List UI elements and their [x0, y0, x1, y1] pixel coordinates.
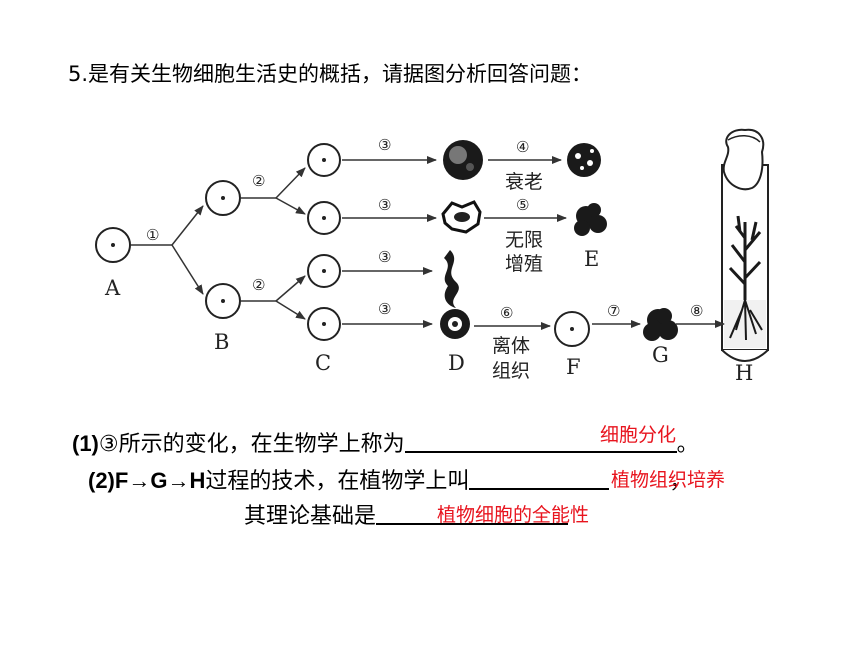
step-7-label: ⑦ — [607, 302, 620, 320]
caption-detached-2: 组织 — [492, 360, 530, 382]
question-title: 5.是有关生物细胞生活史的概括，请据图分析回答问题： — [68, 62, 593, 86]
arrow-a-to-b-top — [171, 205, 204, 246]
arrow-b-top-to-c1 — [275, 167, 306, 199]
step-2-label-top: ② — [252, 172, 265, 190]
label-a: A — [104, 276, 121, 300]
cancer-cell — [441, 200, 482, 234]
caption-detached-1: 离体 — [492, 335, 530, 357]
aged-cell — [567, 143, 601, 177]
q1-answer: 细胞分化 — [600, 424, 677, 446]
callus-g — [643, 308, 678, 341]
q3-answer: 植物细胞的全能性 — [437, 504, 590, 526]
elongated-cell — [444, 250, 459, 308]
cell-life-history-diagram: ① ② ② ③ ③ ③ ③ ④ ⑤ ⑥ ⑦ ⑧ 衰老 无限 增殖 离体 组织 A… — [95, 128, 769, 385]
q2-text: 过程的技术，在植物学上叫 — [205, 469, 470, 494]
cell-b-bottom — [205, 283, 241, 319]
cell-f — [554, 311, 590, 347]
cell-a — [95, 227, 131, 263]
step-3-label-2: ③ — [378, 196, 391, 214]
test-tube-plantlet — [721, 128, 769, 362]
q1-blank[interactable] — [404, 429, 677, 453]
label-h: H — [735, 361, 753, 385]
q3-blank[interactable] — [376, 501, 569, 525]
step-3-label-1: ③ — [378, 136, 391, 154]
step-4-label: ④ — [516, 138, 529, 156]
cell-c-2 — [307, 201, 341, 235]
label-c: C — [315, 351, 331, 375]
step-5-label: ⑤ — [516, 196, 529, 214]
question-1: (1)③所示的变化，在生物学上称为 。 — [72, 426, 699, 458]
question-2: (2)F→G→H过程的技术，在植物学上叫 ， — [88, 463, 691, 495]
question-3: 其理论基础是 — [244, 498, 569, 530]
cell-c-1 — [307, 143, 341, 177]
caption-unlimited-2: 增殖 — [505, 253, 543, 275]
cell-d — [440, 309, 470, 339]
label-g: G — [652, 343, 669, 367]
caption-unlimited-1: 无限 — [505, 229, 543, 251]
step-1-label: ① — [146, 226, 159, 244]
cancer-cell-mass-e — [574, 203, 607, 236]
arrow-b-bottom-to-c3 — [275, 275, 306, 302]
q2-end: ， — [669, 469, 692, 494]
label-b: B — [214, 330, 229, 354]
cell-c-3 — [307, 254, 341, 288]
arrow-a-to-b-bottom — [171, 244, 204, 295]
step-6-label: ⑥ — [500, 304, 513, 322]
differentiated-cell-round — [443, 140, 483, 180]
step-3-label-3: ③ — [378, 248, 391, 266]
step-8-label: ⑧ — [690, 302, 703, 320]
arrow-b-bottom-to-c4 — [275, 300, 306, 320]
label-f: F — [566, 355, 581, 379]
step-3-label-4: ③ — [378, 300, 391, 318]
q3-text: 其理论基础是 — [244, 504, 377, 529]
cell-c-4 — [307, 307, 341, 341]
cell-b-top — [205, 180, 241, 216]
caption-aging: 衰老 — [505, 171, 543, 193]
q2-prefix: (2)F→G→H — [88, 468, 206, 493]
q1-text: ③所示的变化，在生物学上称为 — [98, 432, 405, 457]
step-2-label-bottom: ② — [252, 276, 265, 294]
q1-prefix: (1) — [72, 431, 99, 456]
q2-blank[interactable] — [469, 466, 610, 490]
label-e: E — [584, 247, 599, 271]
arrow-b-top-to-c2 — [275, 197, 306, 215]
label-d: D — [448, 351, 465, 375]
q1-end: 。 — [676, 432, 699, 457]
q2-answer: 植物组织培养 — [611, 469, 726, 491]
